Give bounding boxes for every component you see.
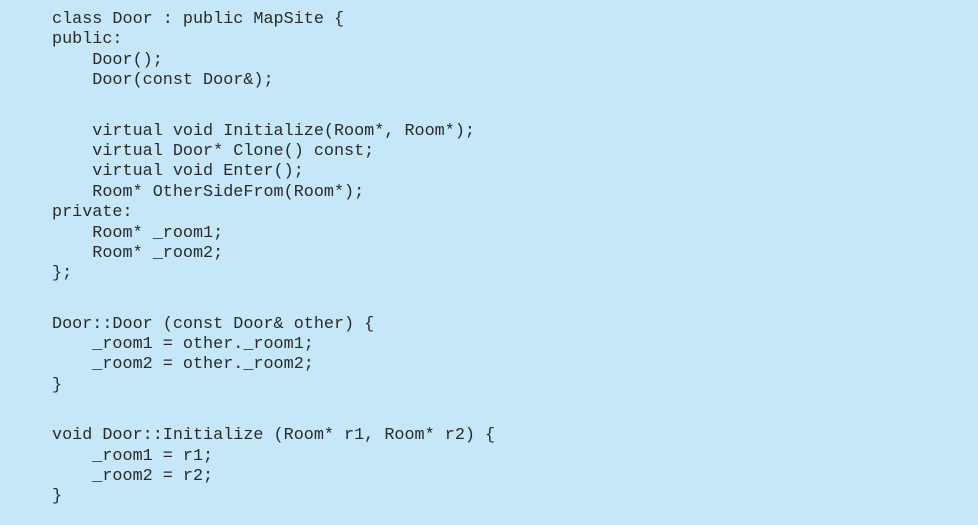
code-line: _room2 = other._room2; [52,355,314,375]
code-line: }; [52,264,73,284]
code-line: Room* _room1; [52,223,224,243]
code-line: private: [52,203,133,223]
code-line: } [52,487,63,507]
code-line: Room* _room2; [52,243,224,263]
code-line: _room1 = r1; [52,446,214,466]
code-line: virtual Door* Clone() const; [52,141,375,161]
code-line: virtual void Initialize(Room*, Room*); [52,121,475,141]
code-line: Room* OtherSideFrom(Room*); [52,182,365,202]
code-line: } [52,375,63,395]
code-line: _room2 = r2; [52,467,214,487]
code-listing: class Door : public MapSite {public: Doo… [52,10,496,507]
code-line: _room1 = other._room1; [52,335,314,355]
code-line: Door(const Door&); [52,71,274,91]
code-line: Door::Door (const Door& other) { [52,314,375,334]
code-line: Door(); [52,50,163,70]
code-line: virtual void Enter(); [52,162,304,182]
code-line: public: [52,30,123,50]
code-line: class Door : public MapSite { [52,10,345,29]
code-line: void Door::Initialize (Room* r1, Room* r… [52,426,496,446]
